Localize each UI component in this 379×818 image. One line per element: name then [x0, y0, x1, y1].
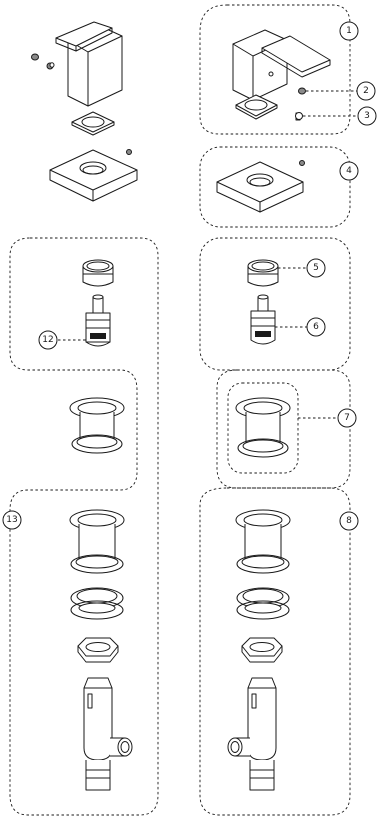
callout-7: 7 — [337, 408, 357, 428]
callout-12: 12 — [38, 330, 58, 350]
svg-text:1: 1 — [346, 26, 352, 36]
valve-body-left — [83, 677, 133, 791]
svg-text:6: 6 — [313, 322, 319, 332]
plug-right — [295, 112, 303, 121]
callout-3: 3 — [357, 106, 377, 126]
screw-left — [31, 53, 55, 70]
cartridge-left — [85, 294, 111, 347]
handle-right — [232, 29, 331, 101]
cartridge-nut-left — [82, 259, 114, 287]
group-outline-left-column — [9, 237, 159, 816]
flange-plate-left — [49, 149, 138, 202]
svg-text:3: 3 — [364, 111, 370, 121]
o-ring-left — [70, 587, 124, 620]
callout-2: 2 — [356, 81, 376, 101]
escutcheon-plate-right — [235, 94, 278, 120]
group-outline-flange-plate — [199, 146, 351, 228]
callout-6: 6 — [306, 317, 326, 337]
callout-13: 13 — [2, 510, 22, 530]
svg-text:2: 2 — [363, 86, 369, 96]
hex-nut-left — [77, 637, 119, 663]
sleeve-right-middle — [235, 397, 291, 458]
sleeve-left-lower — [69, 509, 125, 574]
cartridge-right — [250, 294, 276, 345]
valve-body-right — [227, 677, 277, 791]
cartridge-nut-right — [247, 259, 279, 287]
sleeve-right-lower — [235, 509, 291, 574]
group-outline-cartridge-right — [199, 237, 351, 371]
o-ring-right — [236, 587, 290, 620]
callout-1: 1 — [339, 21, 359, 41]
screw-right — [298, 87, 306, 95]
group-outline-handle-set — [199, 4, 351, 135]
group-outline-sleeve-right — [216, 369, 351, 489]
hex-nut-right — [241, 637, 283, 663]
callout-8: 8 — [339, 511, 359, 531]
flange-plate-right — [216, 160, 305, 213]
svg-text:8: 8 — [346, 516, 352, 526]
sleeve-left-middle — [69, 397, 125, 454]
escutcheon-plate-left — [71, 111, 115, 136]
svg-text:4: 4 — [346, 166, 352, 176]
svg-text:12: 12 — [42, 335, 53, 345]
callout-5: 5 — [306, 258, 326, 278]
callout-4: 4 — [339, 161, 359, 181]
svg-text:13: 13 — [6, 515, 17, 525]
group-outline-sleeve-inner — [227, 382, 299, 474]
svg-text:7: 7 — [344, 413, 350, 423]
handle-left — [55, 21, 123, 107]
svg-text:5: 5 — [313, 263, 319, 273]
